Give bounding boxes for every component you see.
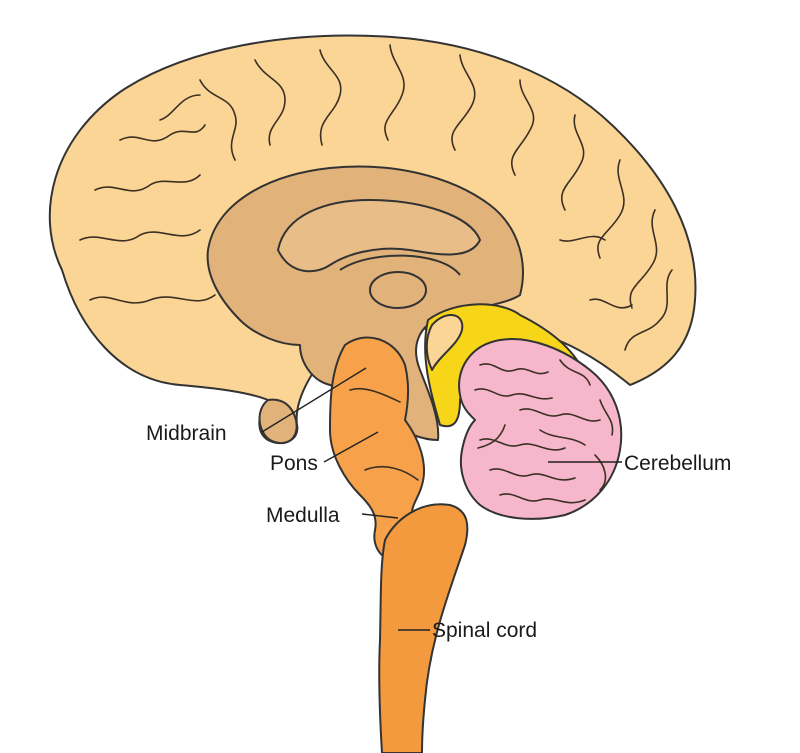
midbrain-label: Midbrain bbox=[146, 422, 227, 445]
pons-label: Pons bbox=[270, 452, 318, 475]
cerebellum-label: Cerebellum bbox=[624, 452, 731, 475]
cerebellum bbox=[459, 339, 621, 519]
spinal-cord-label: Spinal cord bbox=[432, 619, 537, 642]
thalamus bbox=[370, 272, 426, 308]
medulla-label: Medulla bbox=[266, 504, 340, 527]
